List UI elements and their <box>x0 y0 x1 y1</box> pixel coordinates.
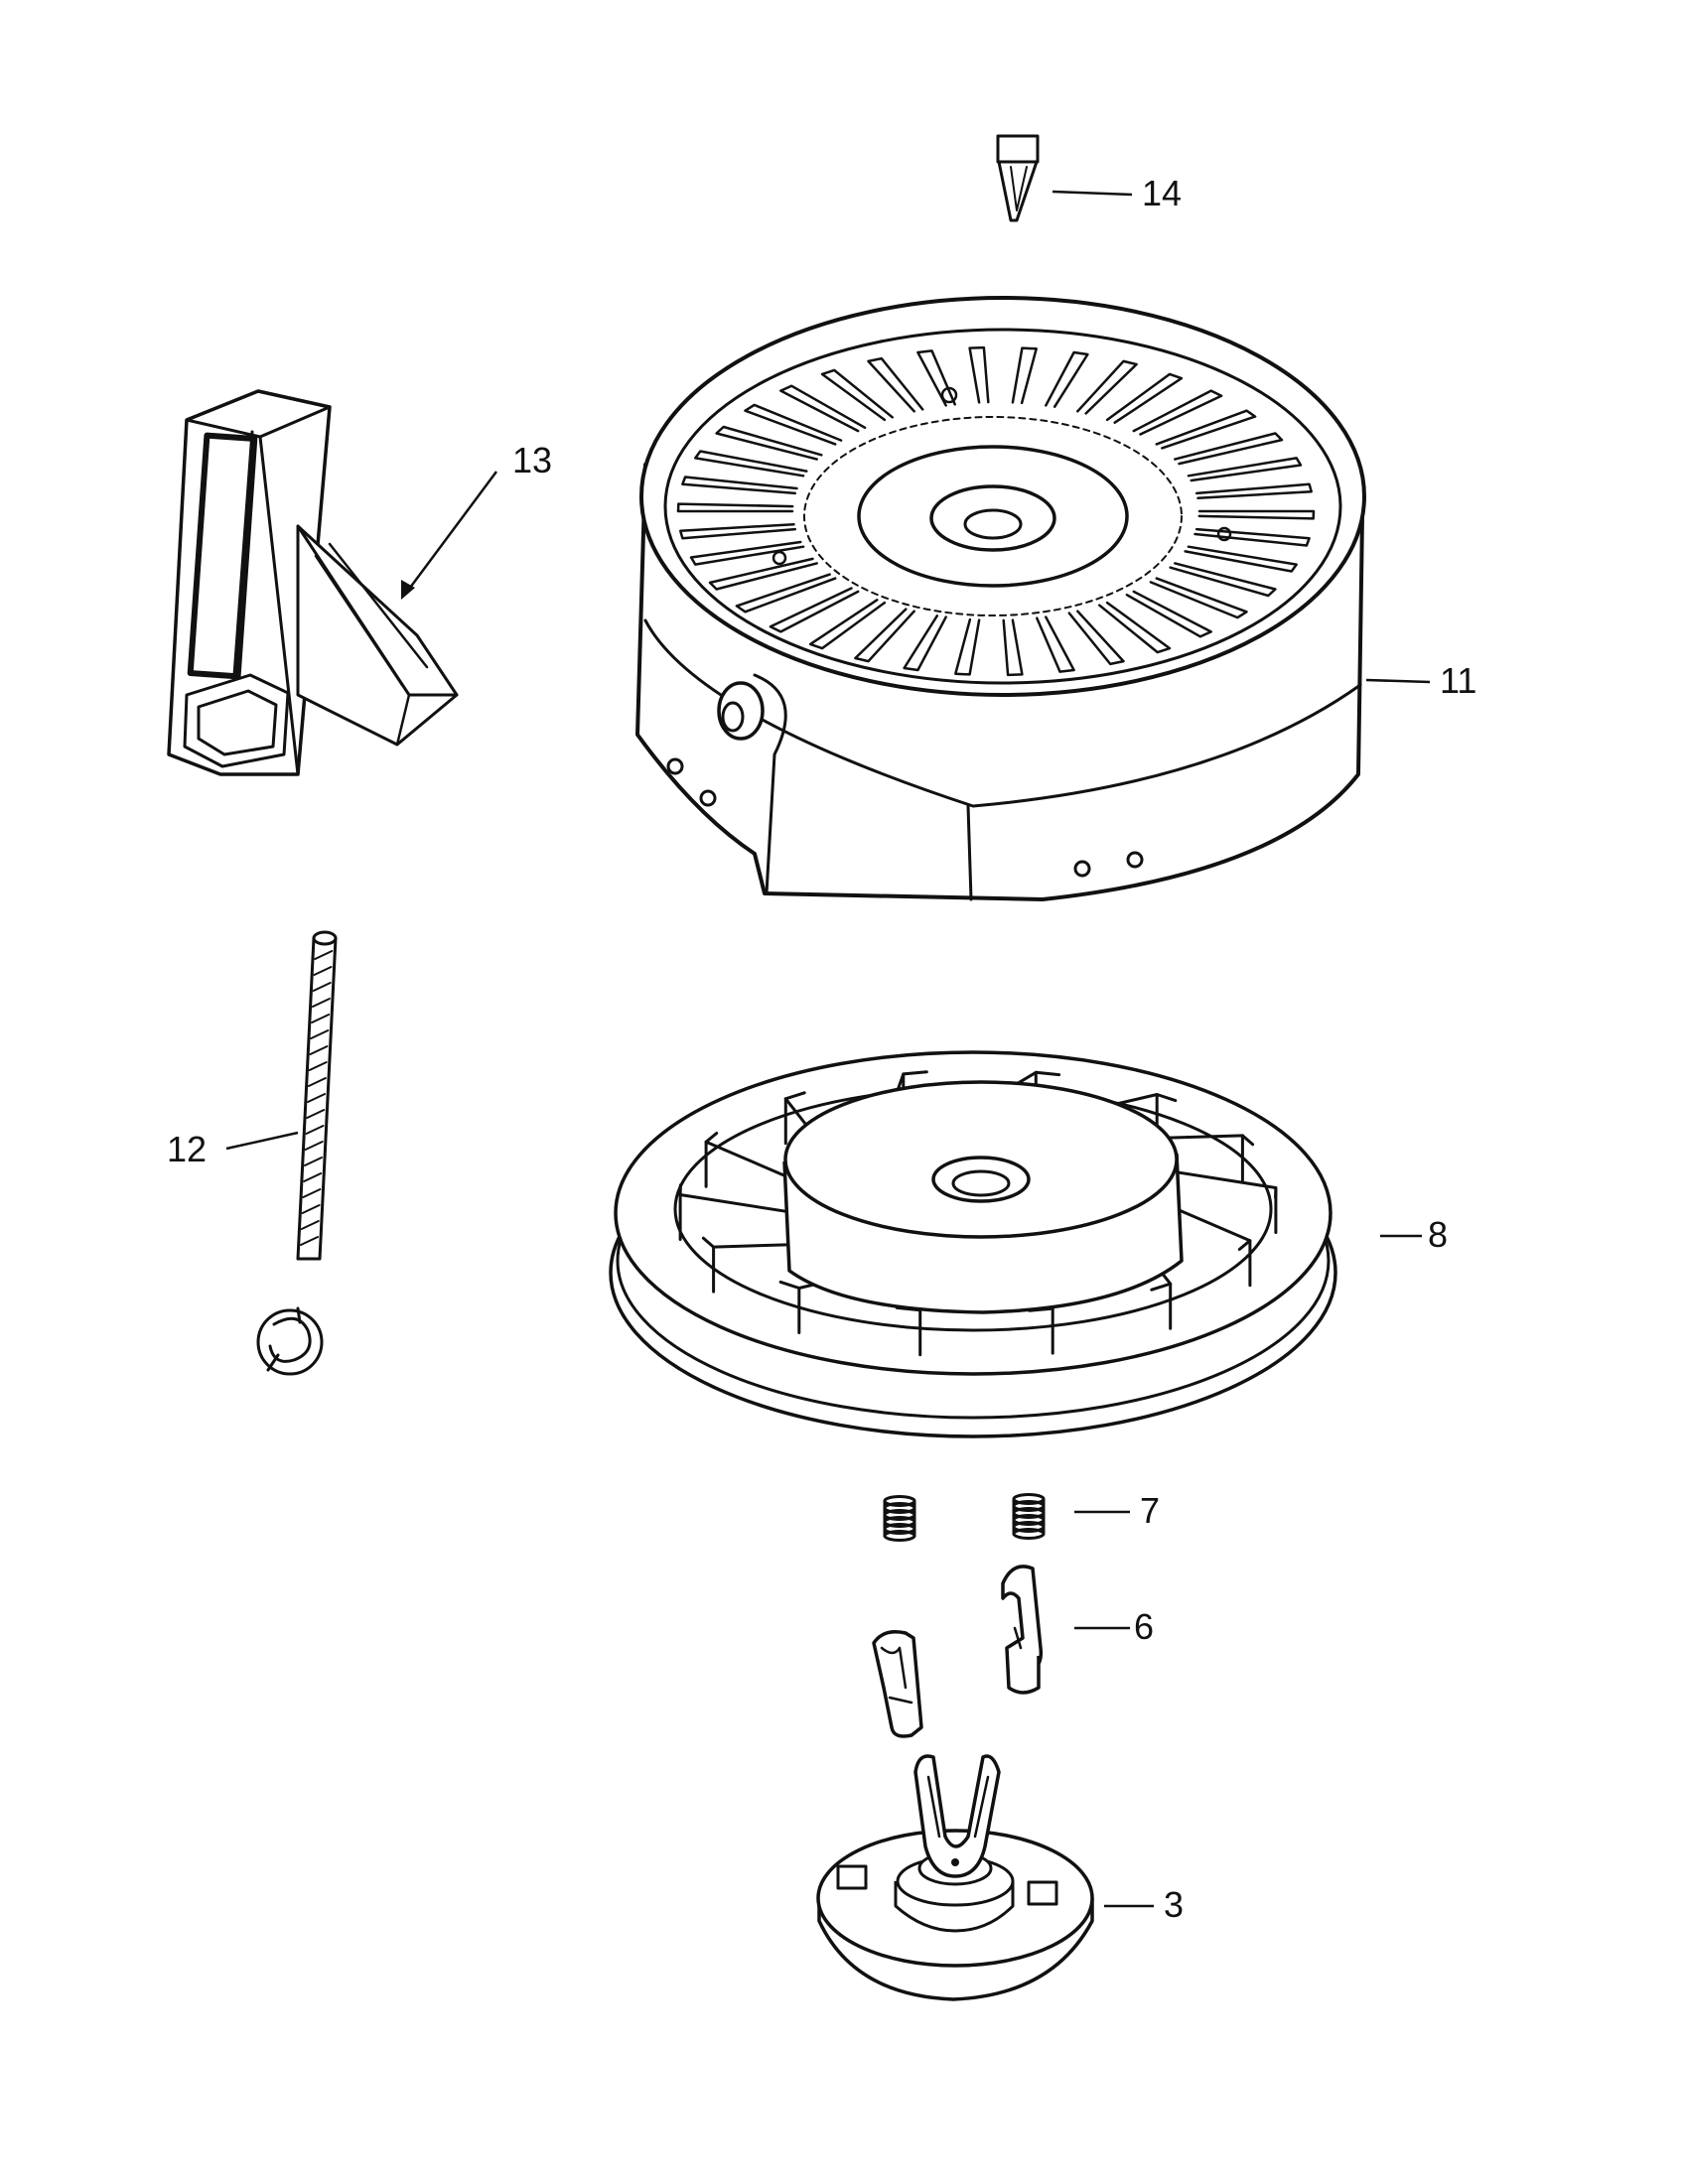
housing-rib <box>1105 372 1184 424</box>
leader-13 <box>405 471 498 593</box>
rope-strand <box>306 1109 326 1119</box>
housing-rib <box>954 617 981 676</box>
housing-rib <box>1076 359 1138 415</box>
rope-strand <box>300 1220 320 1230</box>
rope-strand <box>314 950 334 960</box>
housing-rib <box>854 608 915 663</box>
housing-rib <box>820 368 894 422</box>
part-11-housing <box>635 296 1366 901</box>
label-11: 11 <box>1440 660 1476 701</box>
part-7-spring-right <box>1012 1493 1046 1540</box>
part-14-pin <box>996 134 1040 222</box>
housing-rib <box>1184 545 1298 573</box>
housing-rib <box>1011 346 1038 405</box>
housing-rib <box>1132 389 1223 436</box>
part-3-retainer <box>816 1754 1094 2001</box>
spring-coil <box>1012 1528 1046 1540</box>
housing-rib <box>715 425 823 461</box>
rope-strand <box>309 1045 329 1055</box>
rope-strand <box>304 1141 324 1151</box>
rope-strand <box>300 1236 319 1246</box>
label-7: 7 <box>1140 1490 1160 1531</box>
label-12: 12 <box>167 1129 207 1169</box>
housing-rib <box>1067 610 1125 666</box>
housing-rib <box>679 522 797 540</box>
housing-rib <box>681 476 798 495</box>
housing-rib <box>769 587 860 633</box>
rope-strand <box>311 998 331 1008</box>
housing-rib <box>689 540 805 566</box>
rope-knot-icon <box>256 1306 324 1376</box>
housing-rib <box>1036 615 1075 673</box>
rope-strand <box>304 1157 323 1166</box>
rope-strand <box>308 1061 328 1071</box>
rope-strand <box>305 1125 325 1135</box>
leader-11 <box>1365 678 1431 684</box>
housing-rib <box>1193 527 1311 547</box>
housing-rib <box>1169 562 1277 598</box>
rope-strand <box>307 1077 327 1087</box>
housing-rib <box>744 403 843 446</box>
housing-rib <box>694 450 808 478</box>
rope-strand <box>311 1014 331 1024</box>
housing-rib <box>1125 590 1212 638</box>
rope-strand <box>302 1188 322 1198</box>
part-6-pawl-left <box>872 1630 923 1738</box>
housing-rib <box>867 356 924 413</box>
housing-rib <box>916 349 956 407</box>
housing-rib <box>1155 409 1257 450</box>
label-8: 8 <box>1428 1214 1448 1255</box>
housing-rib <box>1002 618 1024 677</box>
label-13: 13 <box>512 440 552 480</box>
housing-ribs <box>676 345 1316 677</box>
housing-rib <box>676 502 794 513</box>
rope-strand <box>307 1093 327 1103</box>
housing-rib <box>1045 350 1089 408</box>
housing-rib <box>903 614 947 672</box>
arrow-13 <box>401 580 415 600</box>
housing-rib <box>1197 509 1316 520</box>
part-8-pulley <box>609 1050 1337 1438</box>
housing-rib <box>735 573 837 614</box>
leader-12 <box>225 1131 299 1151</box>
housing-rib <box>1149 577 1248 619</box>
part-12-rope <box>296 930 338 1261</box>
housing-rib <box>1187 457 1303 482</box>
housing-rib <box>1098 601 1172 654</box>
rope-strand <box>312 982 332 992</box>
label-14: 14 <box>1142 173 1182 213</box>
part-7-spring-left <box>883 1495 916 1542</box>
rope-strand <box>301 1204 321 1214</box>
spring-coil <box>883 1530 916 1542</box>
rope-strand <box>310 1029 330 1039</box>
rope-twist <box>300 950 334 1246</box>
part-6-pawl-right <box>1001 1565 1044 1695</box>
housing-rib <box>779 384 867 433</box>
housing-rib <box>1174 432 1284 466</box>
part-13-handle <box>167 389 459 776</box>
label-6: 6 <box>1134 1606 1154 1647</box>
label-3: 3 <box>1164 1884 1184 1925</box>
rope-strand <box>313 966 333 976</box>
housing-rib <box>708 557 818 591</box>
rope-strand <box>303 1172 323 1182</box>
housing-rib <box>1194 482 1313 500</box>
leader-14 <box>1052 190 1133 197</box>
housing-rib <box>968 345 990 404</box>
housing-rib <box>808 599 887 650</box>
